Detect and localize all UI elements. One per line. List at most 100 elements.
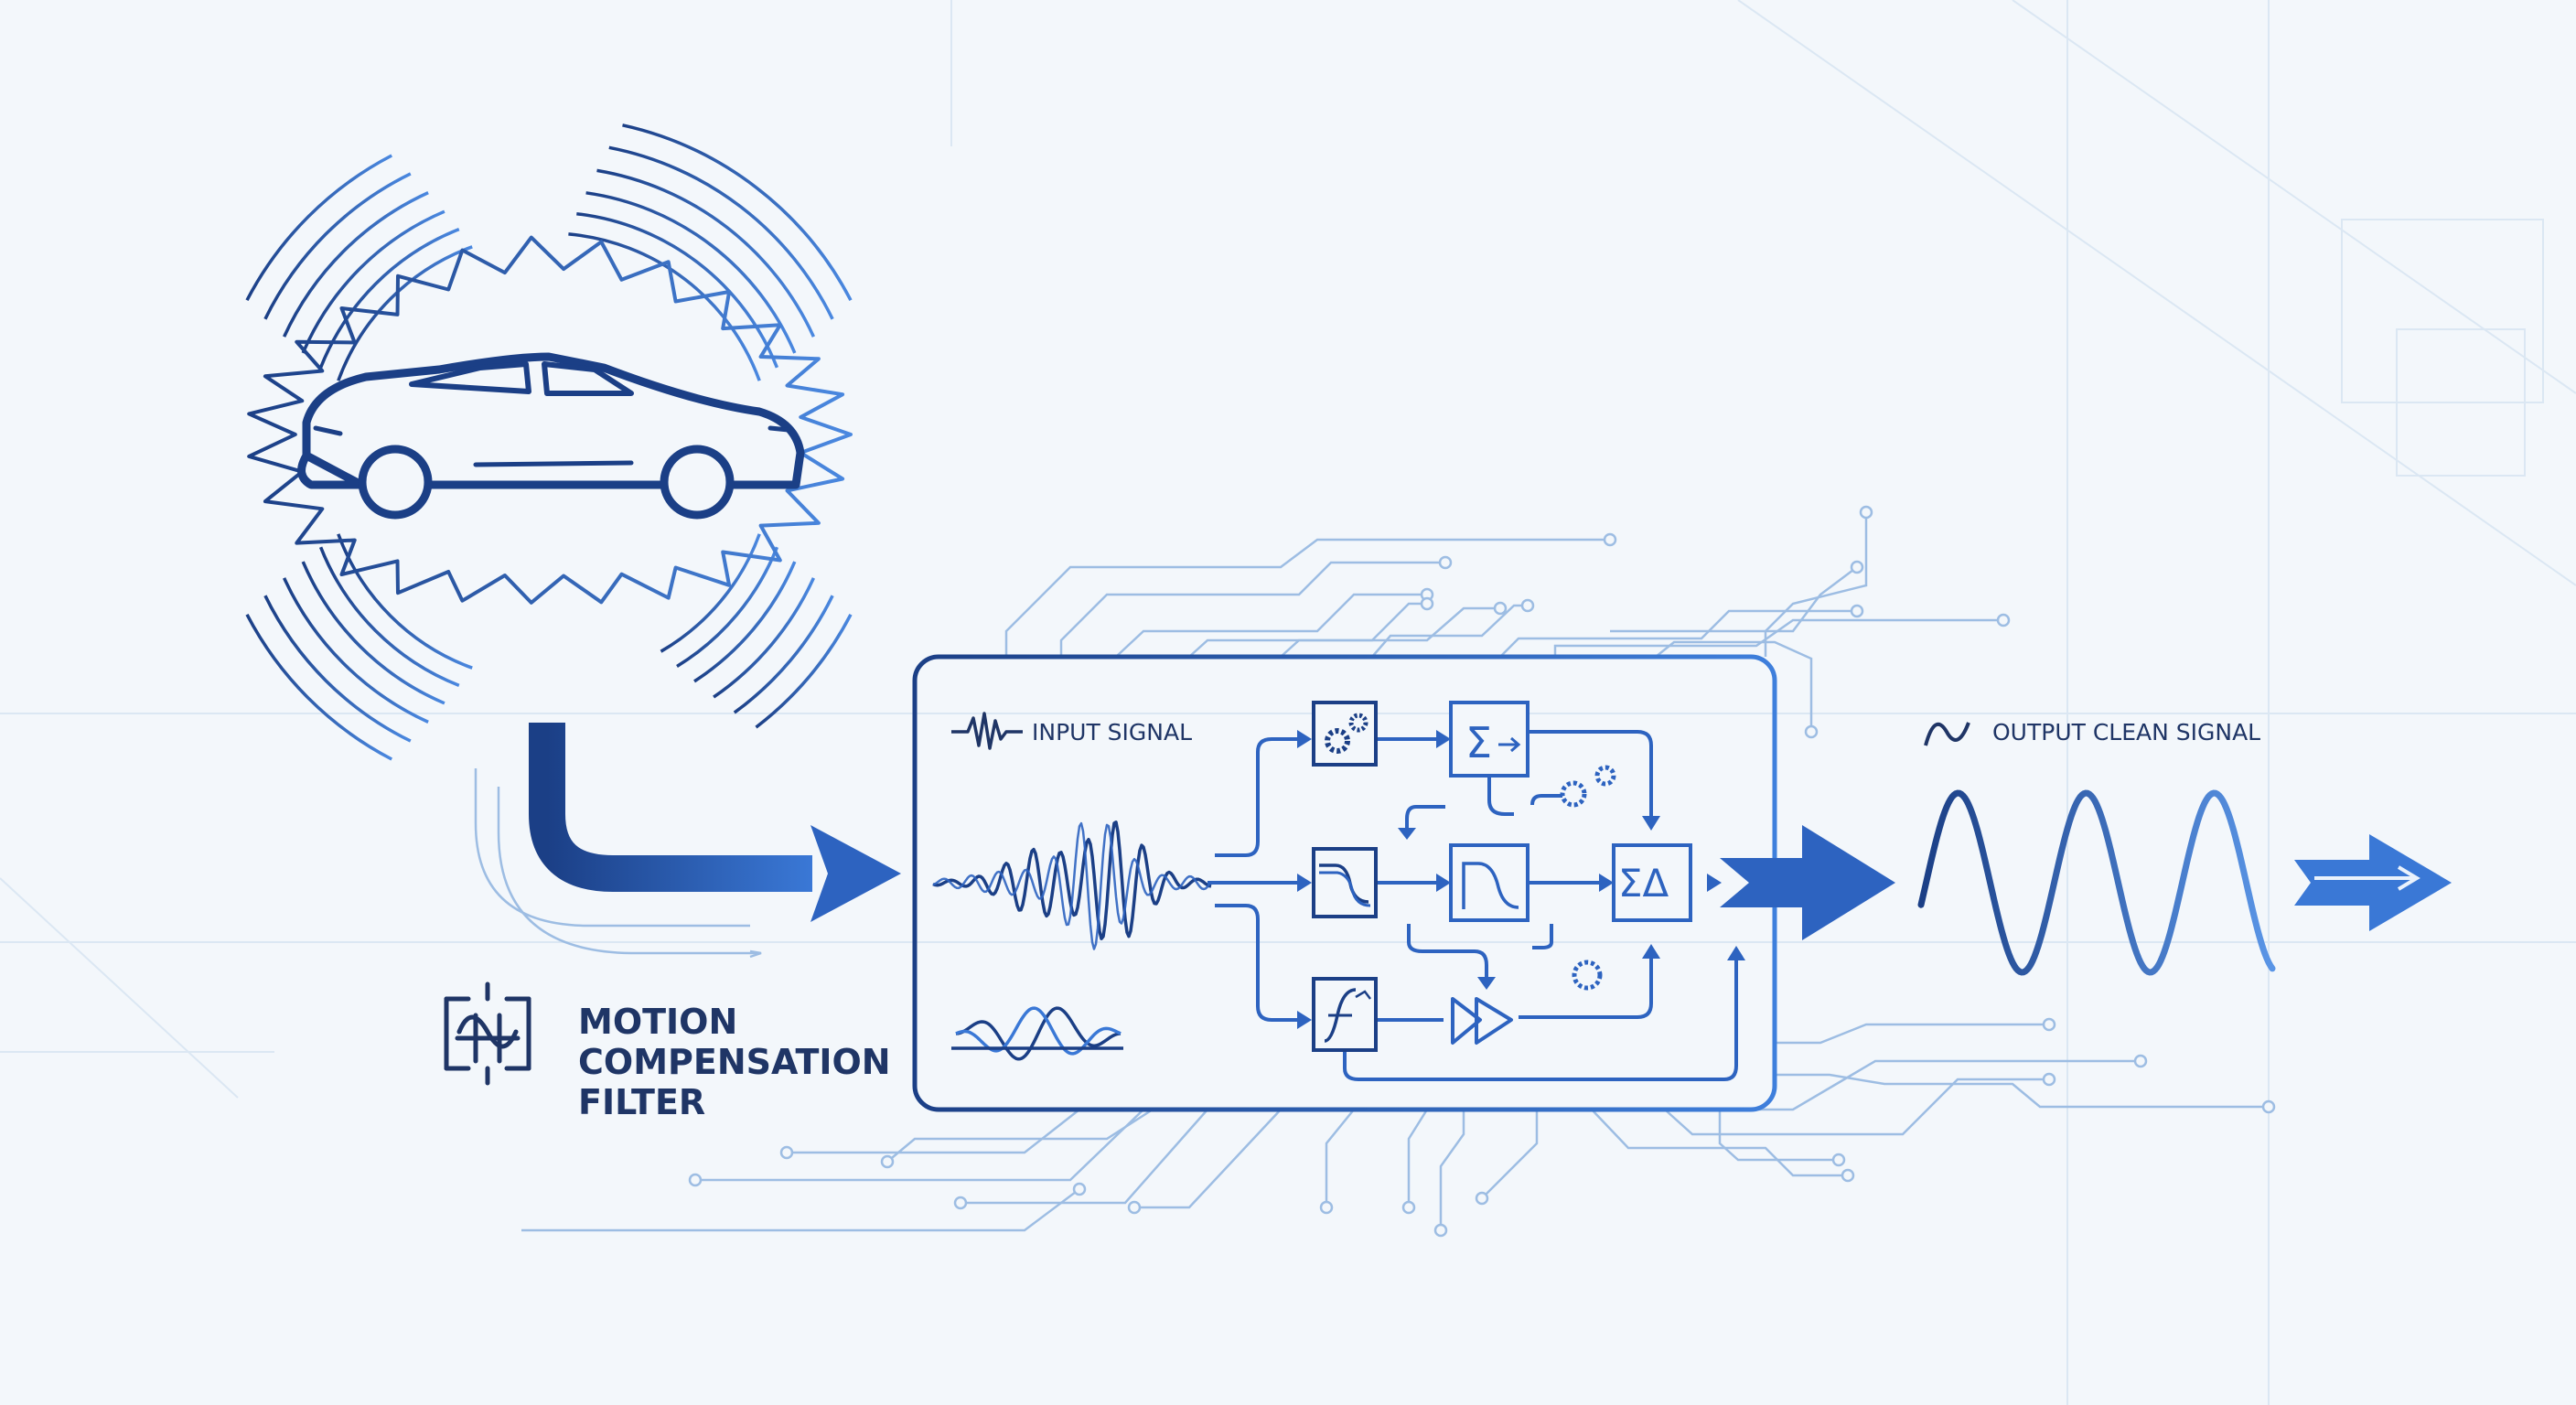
circuit-trace — [1134, 1109, 1282, 1209]
circuit-node — [1072, 1182, 1087, 1196]
circuit-node — [688, 1173, 703, 1187]
car-icon — [297, 352, 805, 520]
circuit-trace — [521, 1188, 1080, 1232]
circuit-trace — [1325, 1109, 1355, 1207]
circuit-trace — [886, 1108, 1154, 1163]
filter-processing-box: INPUT SIGNAL — [912, 654, 1777, 1112]
circuit-node — [779, 1145, 794, 1160]
block-amplifier — [1451, 997, 1513, 1045]
noisy-input-waveform — [932, 820, 1212, 940]
clean-output-waveform — [1917, 789, 2276, 976]
circuit-trace — [961, 1109, 1208, 1205]
circuit-node — [1603, 532, 1617, 547]
circuit-node — [953, 1196, 968, 1210]
vibration-ring-arc — [713, 577, 815, 699]
vibration-ring-arc — [283, 577, 429, 724]
arrow-right-icon — [2294, 834, 2452, 931]
vibration-ring-arc — [568, 232, 761, 381]
vibration-ring-arc — [245, 613, 393, 761]
vehicle-vibration-source — [245, 123, 853, 761]
circuit-node — [1996, 613, 2011, 627]
circuit-trace — [1775, 1023, 2049, 1045]
circuit-traces — [521, 505, 2276, 1238]
circuit-node — [1850, 560, 1864, 574]
vibration-ring-arc — [585, 191, 797, 354]
vibration-ring-arc — [301, 209, 445, 354]
circuit-node — [1520, 598, 1535, 613]
vibration-rings — [245, 123, 853, 761]
block-bandpass — [1312, 847, 1378, 918]
circuit-trace — [787, 1109, 1080, 1154]
vibration-ring-arc — [245, 154, 393, 302]
circuit-trace — [1059, 561, 1445, 657]
circuit-node — [1319, 1200, 1334, 1215]
output-signal-label: OUTPUT CLEAN SIGNAL — [1992, 719, 2260, 745]
circuit-trace — [1738, 1059, 2141, 1111]
circuit-node — [1859, 505, 1873, 520]
sum-delta-symbol: ΣΔ — [1618, 861, 1669, 906]
circuit-node — [1493, 601, 1508, 616]
circuit-trace — [1407, 1109, 1429, 1207]
circuit-node — [880, 1154, 895, 1169]
arrow-right-icon — [810, 825, 901, 922]
circuit-node — [2042, 1072, 2056, 1087]
circuit-trace — [1553, 618, 2003, 657]
arrow-right-icon — [1720, 825, 1895, 940]
input-signal-label: INPUT SIGNAL — [1032, 719, 1192, 745]
circuit-node — [1831, 1153, 1846, 1167]
vibration-ring-arc — [608, 145, 834, 320]
circuit-trace — [1115, 593, 1427, 658]
gear-icon — [1560, 765, 1616, 991]
vibration-ring-arc — [263, 172, 412, 320]
input-wave-icon — [951, 712, 1023, 750]
circuit-node — [1433, 1223, 1448, 1238]
circuit-trace — [1439, 1110, 1465, 1230]
vibration-ring-arc — [755, 613, 853, 729]
block-connectors — [1208, 730, 1738, 1081]
vibration-ring-arc — [660, 533, 761, 653]
circuit-node — [1850, 604, 1864, 618]
circuit-trace — [1718, 1110, 1839, 1162]
circuit-node — [2133, 1054, 2148, 1068]
source-pipe — [474, 723, 901, 959]
vibration-ring-arc — [318, 546, 460, 688]
circuit-node — [1401, 1200, 1416, 1215]
vibration-ring-arc — [283, 191, 429, 338]
filter-logo-icon — [444, 981, 531, 1086]
circuit-trace — [1004, 538, 1610, 657]
vibration-ring-arc — [733, 595, 834, 714]
circuit-trace — [1655, 640, 1813, 732]
circuit-trace — [1499, 609, 1857, 658]
output-wave-icon — [1924, 722, 1970, 746]
reference-wave-2 — [955, 1006, 1122, 1056]
title-line-2: COMPENSATION — [578, 1042, 891, 1082]
title-line-3: FILTER — [578, 1082, 705, 1122]
vibration-ring-arc — [337, 533, 473, 670]
block-function — [1312, 977, 1378, 1052]
vibration-ring-arc — [676, 546, 779, 668]
circuit-node — [1475, 1191, 1489, 1206]
circuit-trace — [1775, 1073, 2269, 1109]
circuit-trace — [1371, 604, 1528, 658]
final-output-arrow — [2294, 834, 2452, 931]
block-gears — [1312, 701, 1378, 767]
vibration-ring-arc — [318, 227, 460, 369]
circuit-trace — [1610, 566, 1858, 633]
circuit-node — [1127, 1200, 1142, 1215]
noisy-input-waveform-secondary — [932, 821, 1213, 950]
sum-symbol: Σ — [1465, 718, 1492, 767]
circuit-trace — [1664, 1078, 2049, 1136]
block-sum-delta: ΣΔ — [1612, 843, 1692, 922]
vibration-ring-arc — [301, 561, 445, 705]
circuit-trace — [1481, 1110, 1539, 1199]
circuit-node — [1804, 724, 1819, 739]
vibration-ring-arc — [263, 595, 412, 743]
vibration-ring-arc — [622, 123, 853, 302]
noise-spike-ring — [247, 235, 853, 605]
circuit-trace — [695, 1109, 1144, 1182]
vibration-ring-arc — [693, 561, 797, 683]
circuit-node — [2042, 1017, 2056, 1032]
reference-wave-1 — [955, 1006, 1122, 1061]
